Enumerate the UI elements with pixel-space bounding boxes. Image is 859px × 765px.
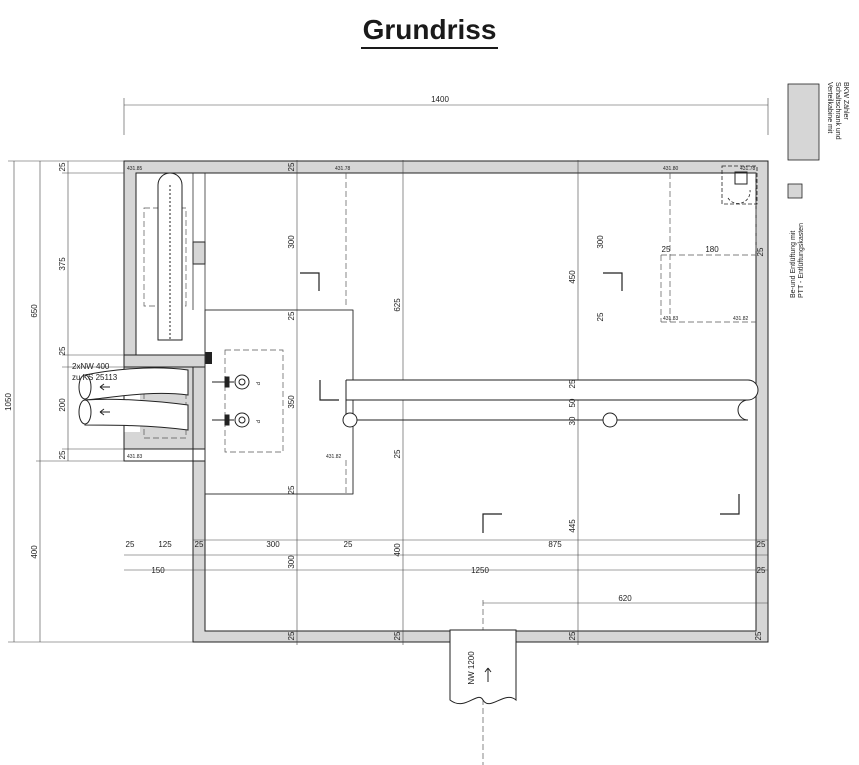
- elev-top-right-b: 431.78: [740, 166, 756, 172]
- dim-50: 50: [568, 398, 577, 407]
- elev-vent-right: 431.82: [733, 316, 749, 322]
- legend-cabinet-swatch: [787, 83, 820, 161]
- dim-row-1250: 1250: [471, 566, 489, 575]
- elev-chamber-left: 431.83: [127, 454, 143, 460]
- pumps: [212, 374, 250, 428]
- elev-chamber-right: 431.82: [326, 454, 342, 460]
- dim-25-col-b: 25: [568, 631, 577, 640]
- dim-bottom-25a: 25: [393, 631, 402, 640]
- dim-25-mid-a: 25: [287, 162, 296, 171]
- legend: Verteilkabine mit Schaltschrank und BKW …: [787, 82, 849, 298]
- dimension-labels: 1400 1050 650 400 375 200 25 25 25 300 6…: [4, 95, 766, 640]
- overflow-pipe: [342, 379, 759, 428]
- dim-30: 30: [568, 416, 577, 425]
- pipe-manhole-b: [602, 412, 618, 428]
- dim-total-width: 1400: [431, 95, 449, 104]
- pump-label-1: P: [254, 382, 260, 386]
- vent-symbol: [721, 165, 758, 205]
- dim-25-mid-e: 25: [287, 631, 296, 640]
- dim-350: 350: [287, 395, 296, 409]
- dim-vent-25c: 25: [596, 312, 605, 321]
- elevation-labels: 431.85 431.78 431.80 431.78 431.83 431.8…: [127, 166, 756, 460]
- dim-25-left-b: 25: [58, 346, 67, 355]
- dim-row-125: 125: [158, 540, 172, 549]
- dim-vent-25b: 25: [756, 247, 765, 256]
- dimension-lines: [8, 98, 769, 643]
- inlet-pipes: [78, 367, 189, 431]
- elev-top-left: 431.85: [127, 166, 143, 172]
- dim-625: 625: [393, 298, 402, 312]
- outlet-label: NW 1200: [467, 651, 476, 685]
- elev-top-mid: 431.78: [335, 166, 351, 172]
- dim-bottom-25b: 25: [754, 631, 763, 640]
- dim-25-mid-c: 25: [287, 485, 296, 494]
- dim-vent-25a: 25: [662, 245, 671, 254]
- dim-400-left: 400: [30, 545, 39, 559]
- pipe-manhole-a: [342, 412, 358, 428]
- legend-cabinet-line2: Schaltschrank und: [834, 82, 841, 140]
- corner-marks: [300, 272, 740, 533]
- dim-25-left-c: 25: [58, 450, 67, 459]
- drawing-title: Grundriss: [0, 14, 859, 49]
- dim-450: 450: [568, 270, 577, 284]
- sub-room-lines: [192, 173, 354, 495]
- legend-vent-swatch: [787, 183, 803, 199]
- dim-375: 375: [58, 257, 67, 271]
- legend-vent-line1: Be-und Entlüftung mit: [790, 231, 797, 298]
- dim-row-875: 875: [548, 540, 562, 549]
- dim-445: 445: [568, 519, 577, 533]
- wall-pier: [192, 241, 206, 265]
- dim-200: 200: [58, 398, 67, 412]
- grid-lines: [124, 160, 768, 645]
- dim-row-300: 300: [266, 540, 280, 549]
- dim-300-mid: 300: [287, 235, 296, 249]
- dim-620: 620: [618, 594, 632, 603]
- dim-vent-180: 180: [705, 245, 719, 254]
- chamber-inner-wall-top: [123, 354, 206, 368]
- elev-top-right-a: 431.80: [663, 166, 679, 172]
- dim-row-25d: 25: [757, 540, 766, 549]
- dim-row-400: 400: [393, 543, 402, 557]
- wall-block: [205, 352, 212, 364]
- vertical-pipe: [157, 172, 183, 341]
- dim-total-height: 1050: [4, 393, 13, 411]
- legend-cabinet-line3: BKW Zähler: [842, 82, 849, 120]
- legend-cabinet-line1: Verteilkabine mit: [826, 82, 833, 133]
- dim-25-left-a: 25: [58, 162, 67, 171]
- dim-650: 650: [30, 304, 39, 318]
- dim-low-300: 300: [287, 555, 296, 569]
- elev-vent-left: 431.83: [663, 316, 679, 322]
- pipe-labels: 2xNW 400 zu KS 25113 NW 1200 P P: [72, 362, 476, 685]
- dim-row-25b: 25: [195, 540, 204, 549]
- inlet-label-1: 2xNW 400: [72, 362, 110, 371]
- dim-25-mid-d: 25: [393, 449, 402, 458]
- dim-low-25: 25: [757, 566, 766, 575]
- dim-row-150: 150: [151, 566, 165, 575]
- outlet-pipe: [449, 629, 517, 705]
- dim-vent-300: 300: [596, 235, 605, 249]
- dim-row-25c: 25: [344, 540, 353, 549]
- inlet-label-2: zu KS 25113: [72, 373, 118, 382]
- dim-row-25a: 25: [126, 540, 135, 549]
- legend-vent-line2: PTT - Entlüftungskasten: [798, 223, 805, 298]
- dim-25-col: 25: [568, 379, 577, 388]
- drawing-title-text: Grundriss: [360, 14, 499, 49]
- dim-25-mid-b: 25: [287, 311, 296, 320]
- pump-label-2: P: [254, 420, 260, 424]
